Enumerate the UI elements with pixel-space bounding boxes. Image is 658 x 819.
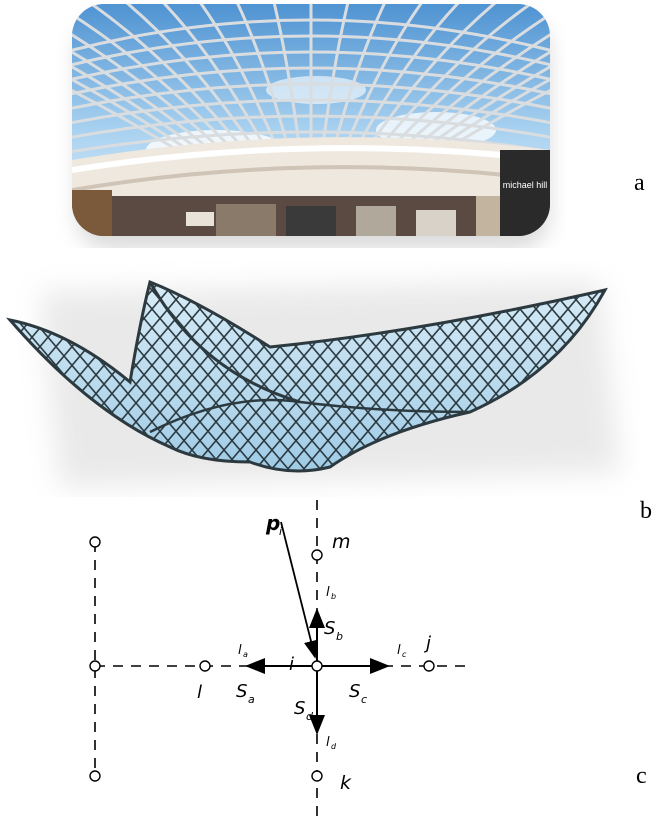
force-label-d-sub: d — [306, 710, 314, 723]
load-arrow — [280, 521, 319, 659]
unit-label-a: l — [238, 643, 242, 658]
cable-net-model — [0, 262, 640, 497]
unit-label-d: l — [326, 735, 330, 750]
unit-label-b-sub: b — [331, 592, 336, 601]
unit-label-c: l — [397, 643, 401, 658]
force-label-a-sub: a — [248, 693, 255, 706]
force-label-c-sub: c — [361, 693, 367, 706]
label-m: m — [332, 531, 351, 553]
force-label-c: S — [349, 681, 360, 702]
label-l: l — [197, 682, 202, 703]
unit-label-a-sub: a — [243, 650, 248, 659]
node-k — [311, 770, 323, 782]
force-label-a: S — [236, 681, 247, 702]
unit-label-c-sub: c — [402, 650, 407, 659]
force-label-d: S — [294, 698, 305, 719]
node-l — [199, 660, 211, 672]
store-sign: michael hill — [503, 180, 548, 190]
label-j: j — [423, 633, 431, 654]
label-i: i — [289, 654, 294, 675]
force-label-b: S — [324, 618, 335, 639]
glass-roof-photo: michael hill — [56, 0, 566, 248]
node-top-left — [89, 536, 101, 548]
cable-net-image — [5, 279, 620, 487]
node-force-diagram: m i j l k p i S b S a S c S d l b l a l … — [60, 500, 520, 818]
node-m — [311, 549, 323, 561]
force-label-b-sub: b — [336, 630, 343, 643]
load-label: p — [265, 511, 280, 535]
panel-label-a: a — [634, 170, 645, 196]
glass-roof-image: michael hill — [72, 4, 550, 248]
node-j — [423, 660, 435, 672]
node-bottom-left — [89, 770, 101, 782]
node-i — [311, 660, 323, 672]
panel-label-c: c — [636, 763, 647, 789]
unit-label-d-sub: d — [331, 742, 337, 751]
node-mid-left — [89, 660, 101, 672]
panel-label-b: b — [640, 498, 652, 524]
label-k: k — [340, 772, 352, 794]
load-label-sub: i — [279, 525, 282, 538]
unit-label-b: l — [326, 585, 330, 600]
